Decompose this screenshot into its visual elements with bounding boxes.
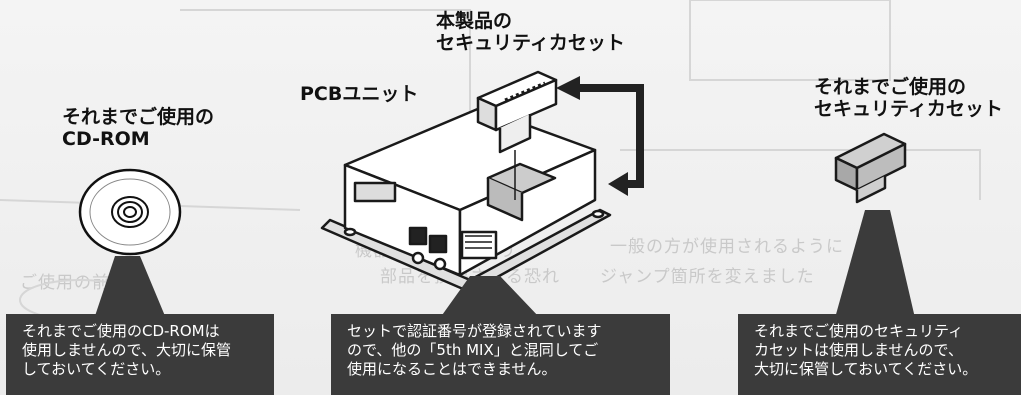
callout-line: それまでご使用のCD-ROMは [22, 322, 220, 340]
background-text: 一般の方が使用されるように [610, 237, 844, 257]
arrow-icon [556, 76, 644, 196]
callout-cdrom: それまでご使用のCD-ROMは 使用しませんので、大切に保管 しておいてください… [6, 314, 274, 395]
old-cassette-label-line1: それまでご使用の [814, 76, 967, 98]
old-cassette-label-line2: セキュリティカセット [814, 98, 1003, 120]
callout-line: 使用になることはできません。 [347, 360, 557, 378]
background-text: ご使用の前に [20, 273, 128, 293]
callout-line: セットで認証番号が登録されています [347, 322, 602, 340]
callout-line: 大切に保管しておいてください。 [754, 360, 978, 378]
callout-line: ので、他の「5th MIX」と混同してご [347, 341, 599, 359]
new-cassette-label: 本製品の セキュリティカセット [436, 10, 625, 54]
new-cassette-label-line2: セキュリティカセット [436, 32, 625, 54]
cdrom-label: それまでご使用の CD-ROM [62, 106, 214, 150]
callout-line: それまでご使用のセキュリティ [754, 322, 964, 340]
cd-icon [78, 168, 182, 256]
background-text: ジャンプ箇所を変えました [600, 267, 815, 287]
callout-line: カセットは使用しませんので、 [754, 341, 963, 359]
pcb-unit-icon [320, 106, 612, 294]
callout-pcb: セットで認証番号が登録されています ので、他の「5th MIX」と混同してご 使… [331, 314, 670, 395]
security-cassette-icon [476, 70, 558, 200]
cdrom-label-line2: CD-ROM [62, 128, 150, 150]
callout-line: 使用しませんので、大切に保管 [22, 341, 231, 359]
security-cassette-icon [834, 132, 907, 204]
old-cassette-label: それまでご使用の セキュリティカセット [814, 76, 1003, 120]
callout-line: しておいてください。 [22, 360, 171, 378]
callout-cassette: それまでご使用のセキュリティ カセットは使用しませんので、 大切に保管しておいて… [738, 314, 1021, 395]
new-cassette-label-line1: 本製品の [436, 10, 513, 32]
pcb-unit-label: PCBユニット [300, 83, 419, 105]
cdrom-label-line1: それまでご使用の [62, 106, 215, 128]
